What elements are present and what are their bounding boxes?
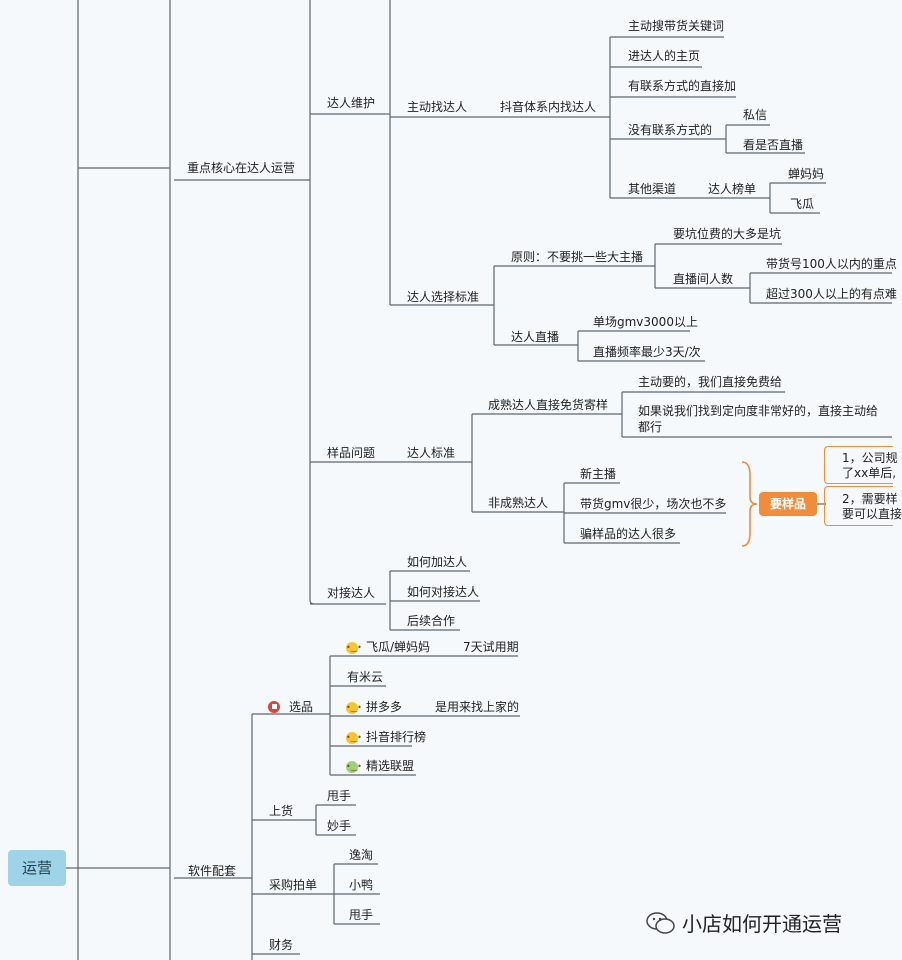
- smiley-icon: •‿•: [346, 732, 362, 744]
- node-influencer-maintenance[interactable]: 达人维护: [327, 96, 376, 110]
- node-principle[interactable]: 原则：不要挑一些大主播: [511, 250, 644, 264]
- node-how-connect[interactable]: 如何对接达人: [407, 585, 480, 599]
- node-note-1[interactable]: 1，公司规: [842, 451, 898, 465]
- node-search-keywords[interactable]: 主动搜带货关键词: [628, 19, 725, 33]
- node-core-focus[interactable]: 重点核心在达人运营: [187, 161, 296, 175]
- wechat-icon: [646, 912, 675, 934]
- node-frequency[interactable]: 直播频率最少3天/次: [593, 345, 701, 359]
- node-under-100[interactable]: 带货号100人以内的重点: [766, 257, 897, 271]
- node-find-supplier[interactable]: 是用来找上家的: [435, 700, 520, 714]
- node-mature-free-sample[interactable]: 成熟达人直接免货寄样: [488, 398, 609, 412]
- watermark-text: 小店如何开通运营: [682, 912, 842, 936]
- node-trial[interactable]: 7天试用期: [463, 640, 519, 654]
- node-live-viewers[interactable]: 直播间人数: [673, 272, 734, 286]
- node-yitao[interactable]: 逸淘: [349, 848, 374, 862]
- node-low-gmv[interactable]: 带货gmv很少，场次也不多: [580, 497, 727, 511]
- node-within-douyin[interactable]: 抖音体系内找达人: [500, 100, 597, 114]
- note-1-box: [824, 446, 893, 484]
- node-non-mature[interactable]: 非成熟达人: [488, 496, 549, 510]
- node-if-precise[interactable]: 如果说我们找到定向度非常好的，直接主动给都行: [638, 404, 879, 434]
- node-pinduoduo[interactable]: 拼多多: [366, 700, 403, 714]
- node-with-contact[interactable]: 有联系方式的直接加: [628, 79, 737, 93]
- node-miaoshou[interactable]: 妙手: [327, 819, 352, 833]
- node-without-contact[interactable]: 没有联系方式的: [628, 123, 713, 137]
- need-sample-tag[interactable]: 要样品: [759, 492, 817, 516]
- node-note-1b[interactable]: 了xx单后,: [842, 466, 897, 480]
- node-dm[interactable]: 私信: [743, 108, 768, 122]
- smiley-icon: •‿•: [346, 761, 362, 773]
- node-pit-fee[interactable]: 要坑位费的大多是坑: [673, 227, 782, 241]
- node-shuaishou-b[interactable]: 甩手: [349, 908, 374, 922]
- node-shuaishou-a[interactable]: 甩手: [327, 789, 352, 803]
- node-follow-up[interactable]: 后续合作: [407, 614, 456, 628]
- node-connect[interactable]: 对接达人: [327, 586, 376, 600]
- node-selection[interactable]: 选品: [289, 700, 314, 714]
- node-sample-issue[interactable]: 样品问题: [327, 446, 376, 460]
- node-new-anchor[interactable]: 新主播: [580, 467, 617, 481]
- node-douyin-rank[interactable]: 抖音排行榜: [366, 730, 427, 744]
- smiley-icon: •‿•: [346, 702, 362, 714]
- node-finance[interactable]: 财务: [269, 938, 294, 952]
- smiley-icon: •‿•: [346, 642, 362, 654]
- node-purchase[interactable]: 采购拍单: [269, 878, 318, 892]
- node-feigua[interactable]: 飞瓜: [790, 197, 815, 211]
- node-note-2[interactable]: 2，需要样: [842, 492, 898, 506]
- node-find-influencer[interactable]: 主动找达人: [407, 100, 468, 114]
- node-selection-standard[interactable]: 达人选择标准: [407, 290, 480, 304]
- node-ask-free[interactable]: 主动要的，我们直接免费给: [638, 375, 783, 389]
- node-note-2b[interactable]: 要可以直接: [842, 507, 902, 521]
- node-other-channels[interactable]: 其他渠道: [628, 182, 677, 196]
- node-visit-homepage[interactable]: 进达人的主页: [628, 49, 701, 63]
- node-chanmama[interactable]: 蝉妈妈: [788, 167, 825, 181]
- node-gmv-3000[interactable]: 单场gmv3000以上: [593, 315, 698, 329]
- node-influencer-live[interactable]: 达人直播: [511, 330, 560, 344]
- node-jingxuan[interactable]: 精选联盟: [366, 759, 415, 773]
- node-ranking[interactable]: 达人榜单: [708, 182, 757, 196]
- node-over-300[interactable]: 超过300人以上的有点难: [766, 287, 897, 301]
- node-software[interactable]: 软件配套: [188, 864, 237, 878]
- node-how-add[interactable]: 如何加达人: [407, 555, 468, 569]
- note-2-box: [824, 486, 893, 526]
- node-listing[interactable]: 上货: [269, 804, 294, 818]
- node-youmiyun[interactable]: 有米云: [347, 670, 384, 684]
- node-influencer-standard[interactable]: 达人标准: [407, 446, 456, 460]
- flag-icon: [268, 701, 280, 713]
- root-node[interactable]: 运营: [8, 850, 66, 886]
- node-sample-scam[interactable]: 骗样品的达人很多: [580, 527, 677, 541]
- node-watch-live[interactable]: 看是否直播: [743, 138, 804, 152]
- node-xiaoya[interactable]: 小鸭: [349, 878, 374, 892]
- node-feigua-chanmama[interactable]: 飞瓜/蝉妈妈: [366, 640, 431, 654]
